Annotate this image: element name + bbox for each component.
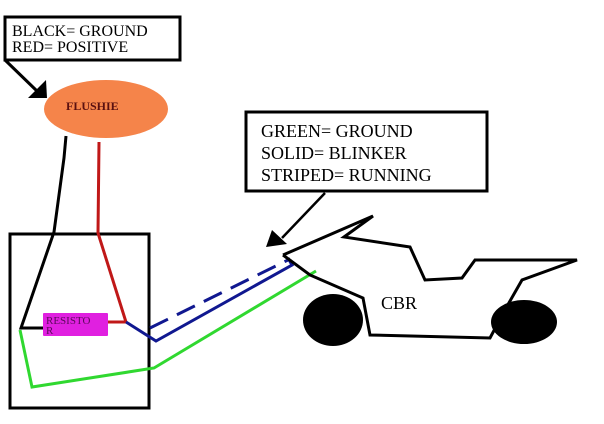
legend-box-black-red: BLACK= GROUND RED= POSITIVE bbox=[3, 15, 182, 62]
legend-line-solid: SOLID= BLINKER bbox=[261, 143, 407, 163]
legend-line-striped: STRIPED= RUNNING bbox=[261, 165, 432, 185]
legend-line-black: BLACK= GROUND bbox=[12, 23, 148, 40]
legend-line-green: GREEN= GROUND bbox=[261, 121, 413, 141]
rear-wheel bbox=[491, 300, 557, 344]
resistor: RESISTO R bbox=[43, 313, 108, 337]
housing-box bbox=[8, 232, 151, 410]
blue-striped-wire bbox=[149, 258, 289, 330]
front-wheel bbox=[303, 294, 363, 346]
red-wire bbox=[96, 141, 129, 324]
green-wire bbox=[18, 269, 317, 389]
flushie: FLUSHIE bbox=[44, 80, 168, 138]
resistor-label-2: R bbox=[46, 325, 54, 337]
black-wire bbox=[18, 135, 68, 330]
motorcycle: CBR bbox=[282, 214, 578, 346]
legend-line-red: RED= POSITIVE bbox=[12, 39, 128, 56]
bike-label: CBR bbox=[381, 293, 417, 313]
arrow-to-flushie bbox=[3, 58, 47, 98]
arrow-to-bike bbox=[266, 192, 326, 247]
legend-box-green-solid-striped: GREEN= GROUND SOLID= BLINKER STRIPED= RU… bbox=[244, 110, 489, 193]
flushie-label: FLUSHIE bbox=[66, 99, 119, 113]
resistor-label-1: RESISTO bbox=[46, 315, 90, 327]
